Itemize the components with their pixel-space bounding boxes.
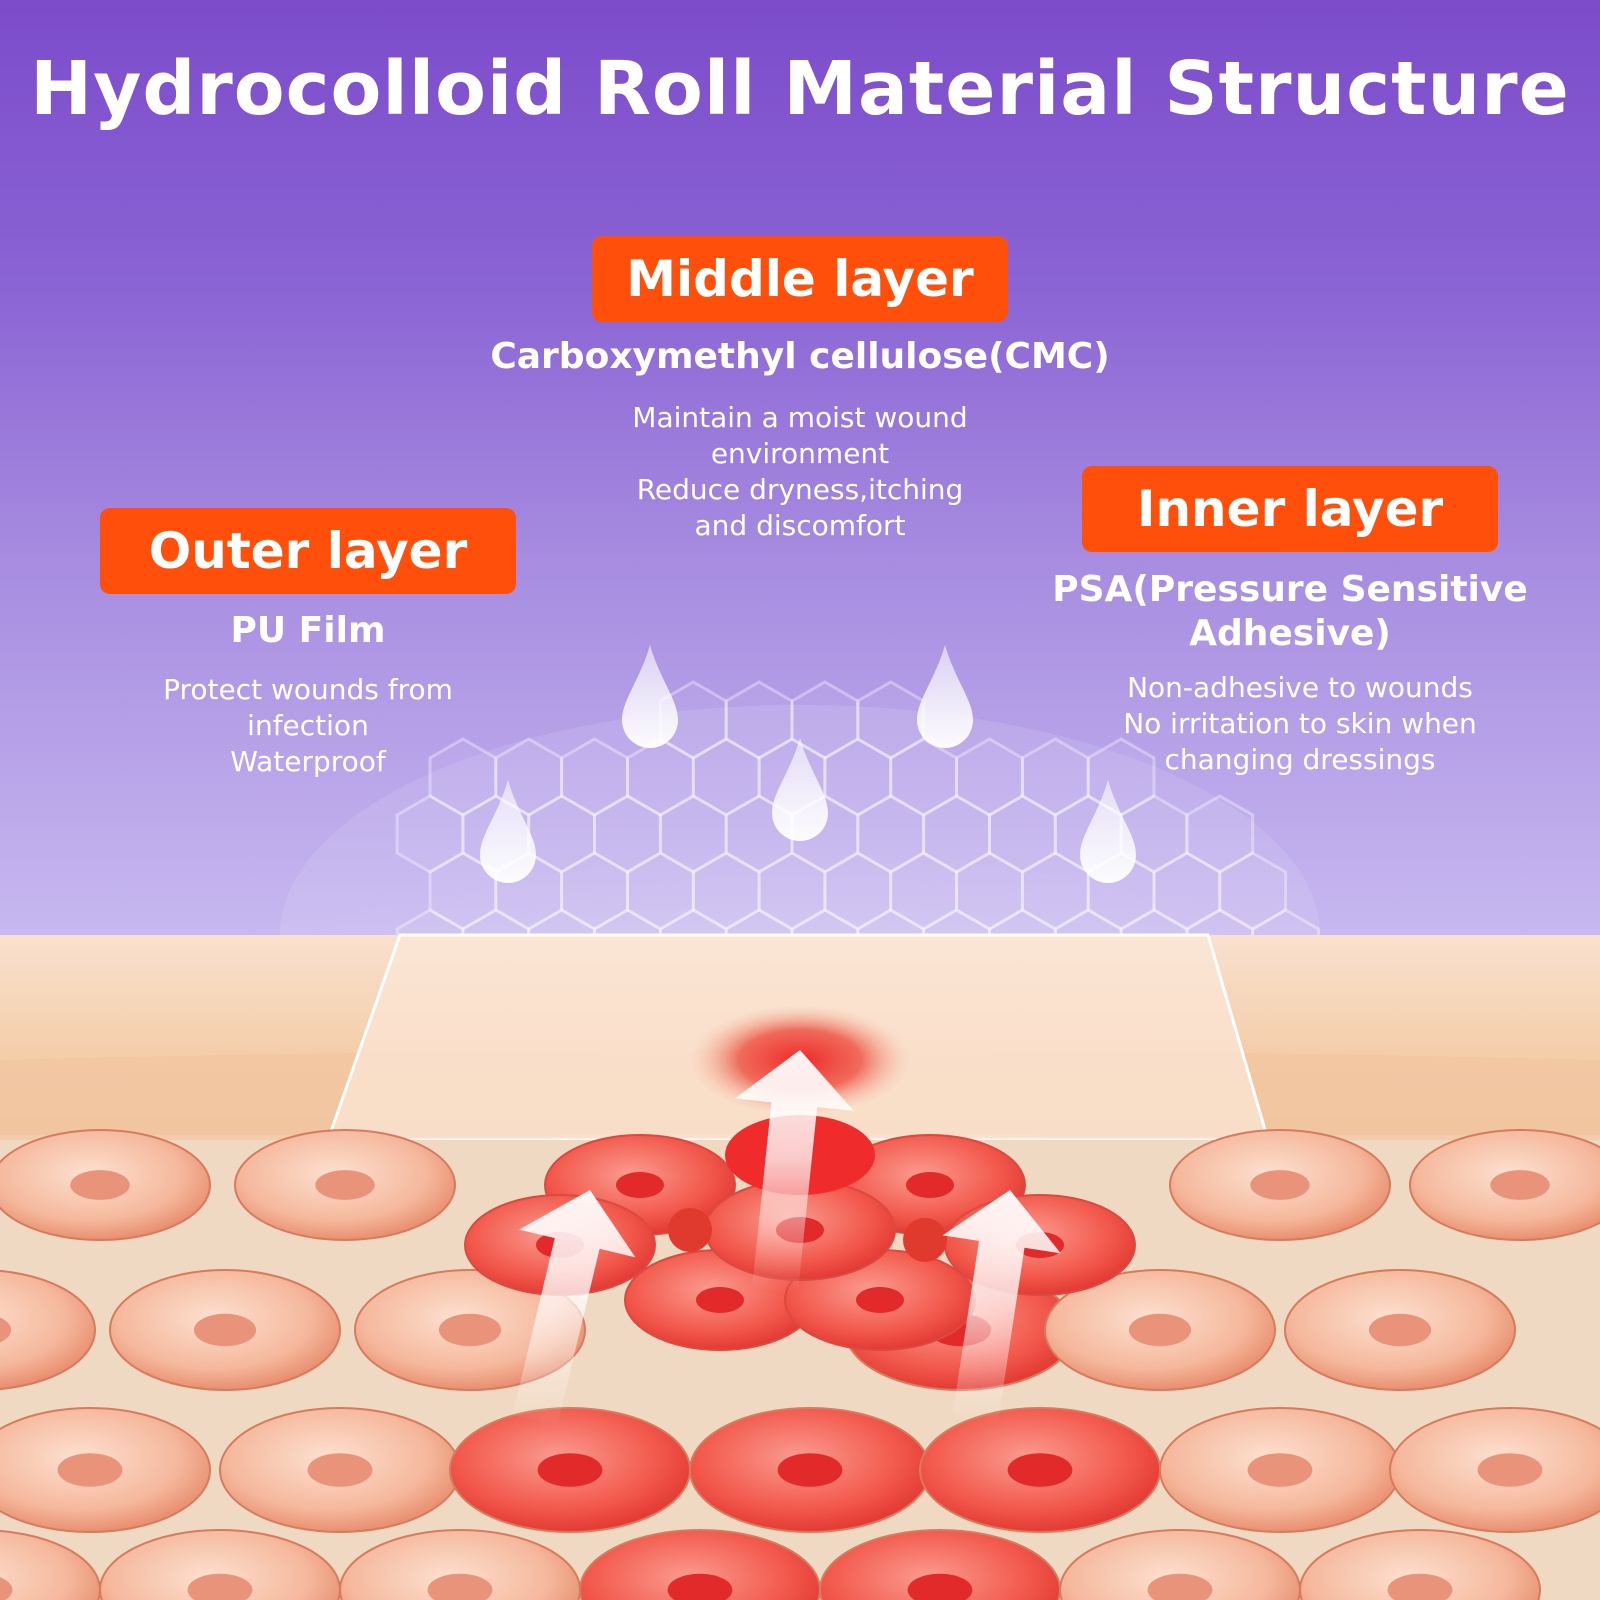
hexagon: [658, 794, 728, 874]
benefit-line: Non-adhesive to wounds: [1127, 671, 1473, 704]
outer-layer-badge: Outer layer: [100, 508, 516, 594]
material-line: Adhesive): [1189, 613, 1391, 654]
benefit-line: changing dressings: [1164, 743, 1436, 776]
cell-nucleus: [1477, 1453, 1543, 1487]
arrow-up-icon: [942, 1190, 1061, 1424]
hexagon: [395, 794, 465, 874]
benefit-line: Protect wounds from: [163, 673, 453, 706]
hexagon: [757, 851, 827, 931]
hexagon: [889, 851, 958, 931]
hexagon: [691, 851, 761, 931]
cell-nucleus: [1368, 1313, 1432, 1347]
benefit-line: Maintain a moist wound: [632, 401, 968, 434]
cell-nucleus: [307, 1453, 373, 1487]
cell-nucleus: [438, 1313, 502, 1347]
hexagon: [593, 794, 662, 874]
cell-nucleus: [906, 1172, 954, 1198]
cell-nucleus: [0, 1577, 13, 1600]
cell-nucleus: [187, 1573, 253, 1600]
healing-arrows: [512, 1050, 1061, 1426]
page-title: Hydrocolloid Roll Material Structure: [30, 46, 1570, 132]
outer-layer-material: PU Film: [230, 610, 386, 651]
hexagon: [691, 737, 761, 817]
benefit-line: Reduce dryness,itching: [636, 473, 964, 506]
cell-nucleus: [1128, 1313, 1192, 1347]
cell-nucleus: [777, 1453, 843, 1487]
cell-nucleus: [1247, 1453, 1313, 1487]
cell-nucleus: [1490, 1170, 1550, 1200]
water-drop-icon: [772, 738, 828, 841]
hexagon: [626, 851, 695, 931]
hexagon: [955, 851, 1024, 931]
water-drop-icon: [1080, 780, 1136, 883]
cell-nucleus: [907, 1573, 973, 1600]
water-drop-icon: [917, 645, 973, 748]
hexagon: [1218, 851, 1288, 931]
material-line: PSA(Pressure Sensitive: [1052, 569, 1528, 610]
cell-nucleus: [1007, 1453, 1073, 1487]
inner-layer-label: Inner layer: [1136, 480, 1444, 538]
benefit-line: and discomfort: [694, 509, 906, 542]
middle-layer-material: Carboxymethyl cellulose(CMC): [490, 336, 1110, 377]
hexagon: [560, 851, 629, 931]
benefit-line: Waterproof: [230, 745, 386, 778]
benefit-line: infection: [247, 709, 369, 742]
hexagon: [790, 680, 860, 760]
hexagon: [889, 737, 958, 817]
hexagon: [1152, 851, 1222, 931]
water-drop-icon: [622, 645, 678, 748]
cell-nucleus: [0, 1317, 12, 1343]
hexagon: [856, 680, 926, 760]
inner-layer-benefits: Non-adhesive to wounds No irritation to …: [1040, 670, 1560, 778]
hexagon: [823, 737, 893, 817]
cell-nucleus: [193, 1313, 257, 1347]
cell-nucleus: [667, 1573, 733, 1600]
hexagon: [856, 794, 926, 874]
hexagon: [1185, 794, 1255, 874]
outer-layer-benefits: Protect wounds from infection Waterproof: [100, 672, 516, 780]
hexagon: [428, 737, 498, 817]
hexagon: [922, 794, 991, 874]
cell-nucleus: [427, 1573, 493, 1600]
outer-layer-label: Outer layer: [148, 522, 468, 580]
cell-nucleus: [315, 1170, 375, 1200]
middle-layer-benefits: Maintain a moist wound environment Reduc…: [500, 400, 1100, 544]
hexagon: [560, 737, 629, 817]
water-drops: [480, 645, 1136, 883]
water-drop-icon: [480, 780, 536, 883]
hexagon: [724, 680, 794, 760]
cell-nucleus: [696, 1287, 744, 1313]
hexagon: [428, 851, 498, 931]
hexagon: [955, 737, 1024, 817]
hexagon: [988, 794, 1057, 874]
cell-nucleus: [856, 1287, 904, 1313]
cell-nucleus: [616, 1172, 664, 1198]
skin-cell: [0, 1269, 96, 1391]
middle-layer-label: Middle layer: [626, 250, 974, 308]
hexagon: [1020, 851, 1090, 931]
cell-nucleus: [1387, 1573, 1453, 1600]
cell-nucleus: [537, 1453, 603, 1487]
arrow-up-icon: [512, 1190, 636, 1426]
blood-cell: [903, 1218, 947, 1262]
hexagon: [823, 851, 893, 931]
blood-cell: [668, 1208, 712, 1252]
middle-layer-badge: Middle layer: [592, 236, 1008, 322]
benefit-line: No irritation to skin when: [1123, 707, 1477, 740]
benefit-line: environment: [710, 437, 890, 470]
inner-layer-material: PSA(Pressure Sensitive Adhesive): [1030, 568, 1550, 656]
inner-layer-badge: Inner layer: [1082, 466, 1498, 552]
cell-nucleus: [1147, 1573, 1213, 1600]
cell-nucleus: [70, 1170, 130, 1200]
hexagon: [1020, 737, 1090, 817]
skin-cell: [1299, 1529, 1541, 1600]
cell-nucleus: [57, 1453, 123, 1487]
cell-nucleus: [1250, 1170, 1310, 1200]
arrow-up-icon: [734, 1050, 854, 1293]
